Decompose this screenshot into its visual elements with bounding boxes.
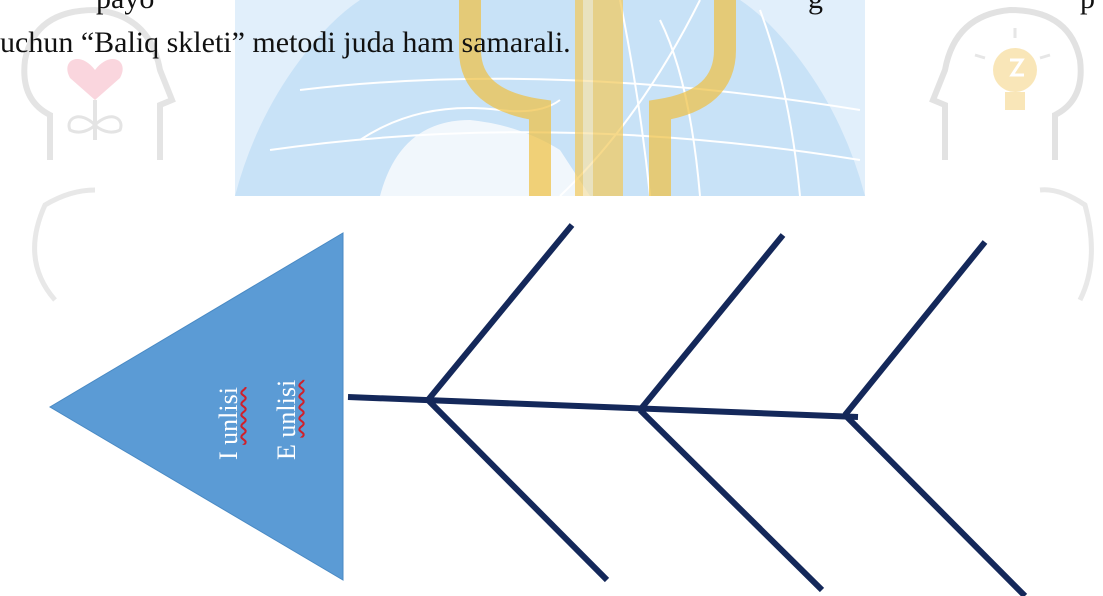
fish-head-label-e: E unlisi: [272, 380, 302, 460]
bone-upper-1: [428, 225, 572, 400]
bone-lower-1: [428, 400, 607, 580]
bone-lower-2: [640, 410, 822, 590]
fish-spine-and-bones: [348, 225, 1025, 596]
bone-lower-3: [845, 415, 1025, 596]
bone-upper-2: [640, 235, 783, 410]
fish-head-label-i: I unlisi: [214, 387, 244, 460]
fish-spine: [348, 397, 858, 417]
bone-upper-3: [845, 242, 985, 415]
